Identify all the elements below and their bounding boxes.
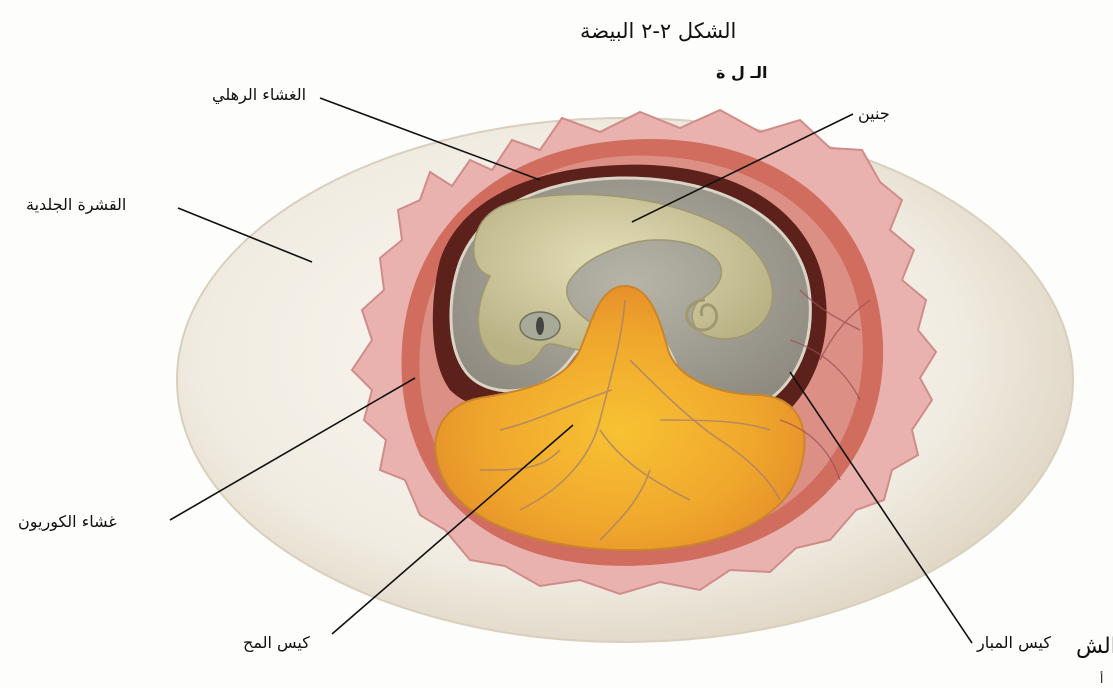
page-edge-word: الش <box>1076 634 1113 659</box>
figure-title: الشكل ٢-٢ البيضة <box>580 19 736 43</box>
label-allantois: كيس المبار <box>977 633 1051 652</box>
label-chorion: غشاء الكوريون <box>18 512 117 531</box>
label-embryo: جنين <box>858 104 890 123</box>
label-amnion: الغشاء الرهلي <box>212 85 306 104</box>
embryo-pupil <box>536 317 544 335</box>
label-yolk-sac: كيس المح <box>243 633 310 652</box>
page-edge-letter: أ <box>1100 672 1103 686</box>
figure-subtitle: الـ ل ة <box>716 63 767 82</box>
label-shell-membrane: القشرة الجلدية <box>26 195 126 214</box>
